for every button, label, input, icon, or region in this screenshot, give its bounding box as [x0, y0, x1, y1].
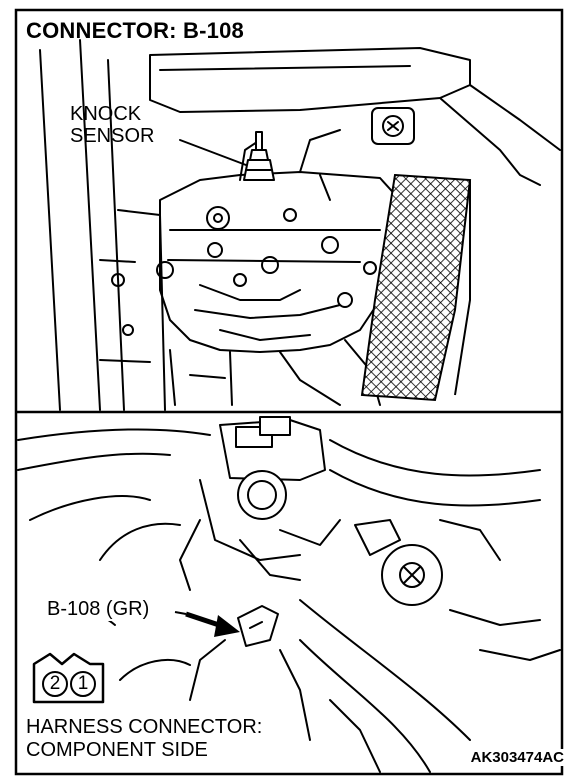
harness-caption-line1: HARNESS CONNECTOR:	[26, 716, 263, 738]
harness-connector-caption: HARNESS CONNECTOR: COMPONENT SIDE	[24, 716, 265, 762]
knock-sensor-label-line1: KNOCK	[70, 103, 142, 125]
knock-sensor-label: KNOCK SENSOR	[70, 103, 154, 147]
outer-border	[14, 8, 564, 776]
figure-code: AK303474AC	[468, 749, 566, 766]
connector-label: B-108 (GR)	[44, 598, 153, 621]
connector-pin-1: 1	[70, 671, 96, 697]
harness-caption-line2: COMPONENT SIDE	[26, 739, 208, 761]
radiator-mesh	[360, 173, 472, 402]
upper-engine-illustration	[39, 39, 561, 411]
knock-sensor-label-line2: SENSOR	[70, 125, 155, 147]
connector-pin-2: 2	[42, 671, 68, 697]
connector-arrow-head	[214, 615, 240, 637]
lower-engine-illustration	[17, 416, 561, 773]
page-title: CONNECTOR: B-108	[26, 18, 244, 43]
